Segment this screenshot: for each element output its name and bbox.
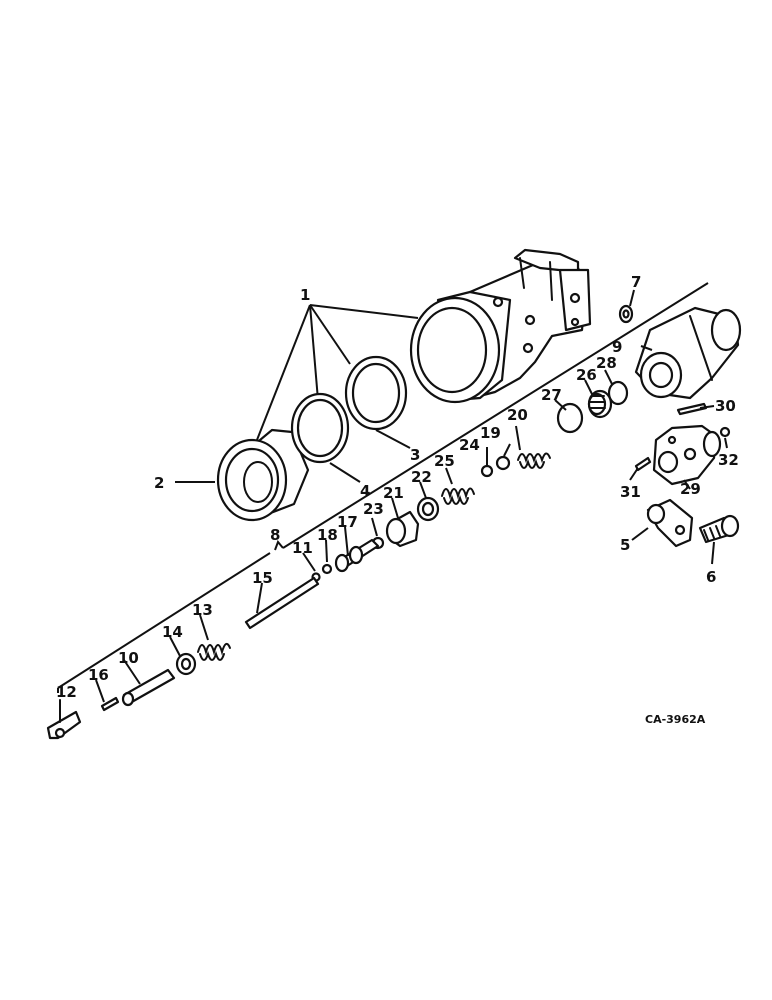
callout-31: 31 bbox=[620, 483, 641, 501]
push-rod bbox=[244, 576, 320, 630]
callout-26: 26 bbox=[576, 366, 597, 384]
callout-11: 11 bbox=[292, 539, 313, 557]
adjusting-plug bbox=[587, 389, 613, 419]
callout-17: 17 bbox=[337, 513, 358, 531]
o-ring-large bbox=[290, 392, 350, 464]
callout-2: 2 bbox=[154, 474, 164, 492]
callout-24: 24 bbox=[459, 436, 480, 454]
backup-ring bbox=[344, 355, 408, 431]
callout-leaders bbox=[95, 345, 728, 703]
assembly-centerline bbox=[57, 282, 709, 693]
callout-3: 3 bbox=[410, 446, 420, 464]
callout-23: 23 bbox=[363, 500, 384, 518]
callout-29: 29 bbox=[680, 480, 701, 498]
callout-4: 4 bbox=[360, 482, 370, 500]
callout-labels: 1 2 3 4 5 6 7 8 9 10 11 12 13 14 15 16 1… bbox=[56, 273, 739, 701]
plunger bbox=[121, 668, 176, 707]
callout-13: 13 bbox=[192, 601, 213, 619]
sleeve bbox=[175, 428, 310, 522]
pin bbox=[100, 696, 120, 712]
callout-25: 25 bbox=[434, 452, 455, 470]
callout-28: 28 bbox=[596, 354, 617, 372]
callout-30: 30 bbox=[715, 397, 736, 415]
spring-20 bbox=[517, 452, 551, 469]
callout-6: 6 bbox=[706, 568, 716, 586]
callout-27: 27 bbox=[541, 386, 562, 404]
callout-15: 15 bbox=[252, 569, 273, 587]
valve-seat bbox=[385, 510, 420, 548]
callout-32: 32 bbox=[718, 451, 739, 469]
clevis bbox=[46, 699, 82, 740]
ring-24 bbox=[480, 464, 494, 478]
elbow-fitting bbox=[646, 498, 694, 548]
callout-21: 21 bbox=[383, 484, 404, 502]
banjo-bolt bbox=[698, 514, 740, 544]
callout-19: 19 bbox=[480, 424, 501, 442]
callout-16: 16 bbox=[88, 666, 109, 684]
callout-1-leaders bbox=[254, 304, 419, 446]
callout-7: 7 bbox=[631, 273, 641, 291]
callout-5: 5 bbox=[620, 536, 630, 554]
o-ring-small bbox=[556, 402, 584, 434]
callout-22: 22 bbox=[411, 468, 432, 486]
ball-18 bbox=[321, 563, 333, 575]
callout-10: 10 bbox=[118, 649, 139, 667]
callout-1: 1 bbox=[300, 286, 310, 304]
callout-18: 18 bbox=[317, 526, 338, 544]
callout-8: 8 bbox=[270, 526, 280, 544]
spring-25 bbox=[441, 487, 475, 505]
screw-30 bbox=[676, 402, 708, 416]
valve-housing bbox=[409, 248, 592, 404]
washer-32 bbox=[719, 426, 731, 438]
callout-20: 20 bbox=[507, 406, 528, 424]
ball bbox=[495, 455, 511, 471]
callout-9: 9 bbox=[612, 338, 622, 356]
figure-reference-code: CA-3962A bbox=[645, 713, 706, 726]
callout-12: 12 bbox=[56, 683, 77, 701]
end-cap bbox=[634, 306, 742, 400]
spool bbox=[334, 538, 380, 573]
callout-14: 14 bbox=[162, 623, 183, 641]
snap-ring bbox=[607, 380, 629, 406]
relief-valve-body bbox=[652, 424, 722, 486]
spring-13 bbox=[197, 642, 231, 661]
